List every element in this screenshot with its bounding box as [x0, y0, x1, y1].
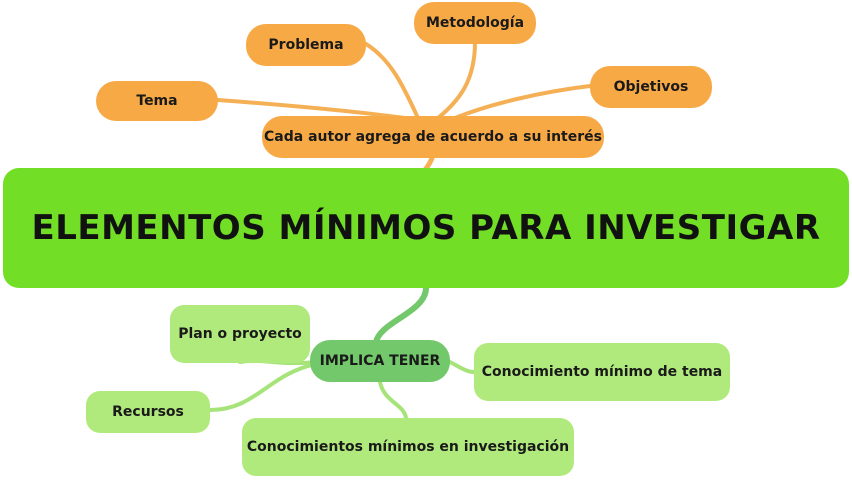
- central-topic[interactable]: ELEMENTOS MÍNIMOS PARA INVESTIGAR: [3, 168, 849, 288]
- node-tema[interactable]: Tema: [96, 81, 218, 121]
- link-objetivos: [453, 84, 592, 120]
- node-cada-autor[interactable]: Cada autor agrega de acuerdo a su interé…: [262, 116, 604, 158]
- node-objetivos[interactable]: Objetivos: [590, 66, 712, 108]
- node-implica-tener[interactable]: IMPLICA TENER: [310, 340, 450, 382]
- node-metodologia[interactable]: Metodología: [414, 2, 536, 44]
- node-problema[interactable]: Problema: [246, 24, 366, 66]
- link-tema: [216, 98, 407, 120]
- node-recursos[interactable]: Recursos: [86, 391, 210, 433]
- link-problema: [364, 42, 420, 120]
- link-conoc-tema: [448, 360, 476, 374]
- link-conoc-inv: [378, 380, 408, 420]
- node-conocimientos-investigacion[interactable]: Conocimientos mínimos en investigación: [242, 418, 574, 476]
- node-conocimiento-tema[interactable]: Conocimiento mínimo de tema: [474, 343, 730, 401]
- link-recursos: [208, 362, 318, 412]
- link-metodologia: [436, 40, 477, 120]
- node-plan-proyecto[interactable]: Plan o proyecto: [170, 305, 310, 363]
- link-center-implica: [373, 285, 429, 345]
